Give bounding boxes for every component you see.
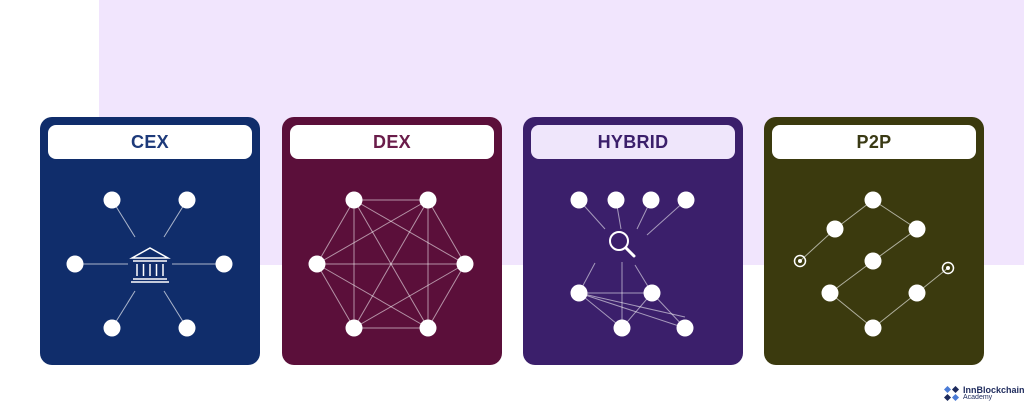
brand-logo: InnBlockchain Academy (944, 386, 1024, 402)
node (308, 255, 326, 273)
node (613, 319, 631, 337)
peer-to-peer-network-diagram (793, 191, 955, 337)
card-dex: DEX (282, 117, 502, 365)
node (908, 220, 926, 238)
node (826, 220, 844, 238)
card-p2p: P2P (764, 117, 984, 365)
brand-name: InnBlockchain (963, 385, 1024, 395)
bank-icon (129, 247, 171, 283)
brand-mark-icon (944, 386, 960, 402)
node (643, 284, 661, 302)
card-p2p-label: P2P (772, 125, 976, 159)
node (864, 319, 882, 337)
node (864, 191, 882, 209)
node (821, 284, 839, 302)
node (607, 191, 625, 209)
hybrid-network-diagram (570, 191, 695, 337)
node (419, 319, 437, 337)
centralized-network-diagram (66, 191, 233, 337)
node (103, 191, 121, 209)
node (66, 255, 84, 273)
node (103, 319, 121, 337)
node (570, 191, 588, 209)
endpoint-icon (941, 261, 955, 275)
card-hybrid-label: HYBRID (531, 125, 735, 159)
card-cex: CEX (40, 117, 260, 365)
node (676, 319, 694, 337)
node (345, 319, 363, 337)
node (456, 255, 474, 273)
node (677, 191, 695, 209)
node (345, 191, 363, 209)
node (570, 284, 588, 302)
node (178, 191, 196, 209)
brand-subtitle: Academy (963, 394, 993, 401)
node (908, 284, 926, 302)
decentralized-network-diagram (308, 191, 474, 337)
node (419, 191, 437, 209)
endpoint-icon (793, 254, 807, 268)
card-cex-label: CEX (48, 125, 252, 159)
card-hybrid: HYBRID (523, 117, 743, 365)
node (864, 252, 882, 270)
node (178, 319, 196, 337)
card-dex-label: DEX (290, 125, 494, 159)
node (215, 255, 233, 273)
magnifier-icon (609, 231, 636, 258)
node (642, 191, 660, 209)
